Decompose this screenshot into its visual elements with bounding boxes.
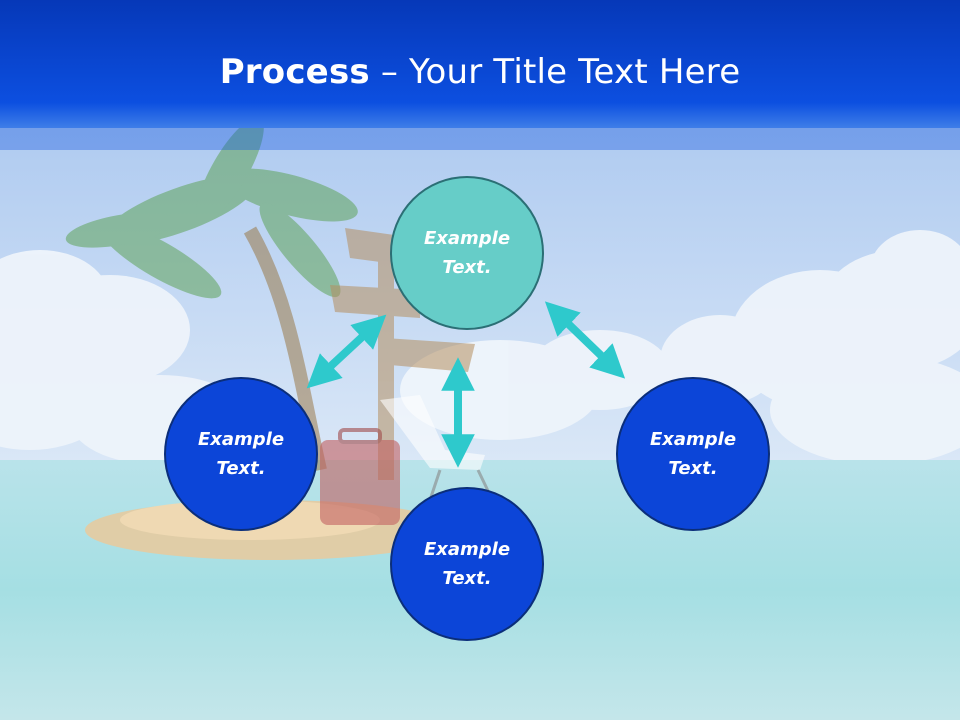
page-title: Process – Your Title Text Here (0, 52, 960, 92)
node-label: Example Text. (649, 429, 737, 479)
node-label: Example Text. (197, 429, 285, 479)
process-node-top[interactable]: Example Text. (390, 176, 544, 330)
process-node-right[interactable]: Example Text. (616, 377, 770, 531)
process-node-bottom[interactable]: Example Text. (390, 487, 544, 641)
node-label: Example Text. (423, 228, 511, 278)
title-bold: Process (219, 52, 370, 92)
title-rest: – Your Title Text Here (369, 52, 741, 92)
suitcase-icon (320, 428, 400, 525)
palm-tree-icon (65, 117, 358, 472)
process-node-left[interactable]: Example Text. (164, 377, 318, 531)
node-label: Example Text. (423, 539, 511, 589)
